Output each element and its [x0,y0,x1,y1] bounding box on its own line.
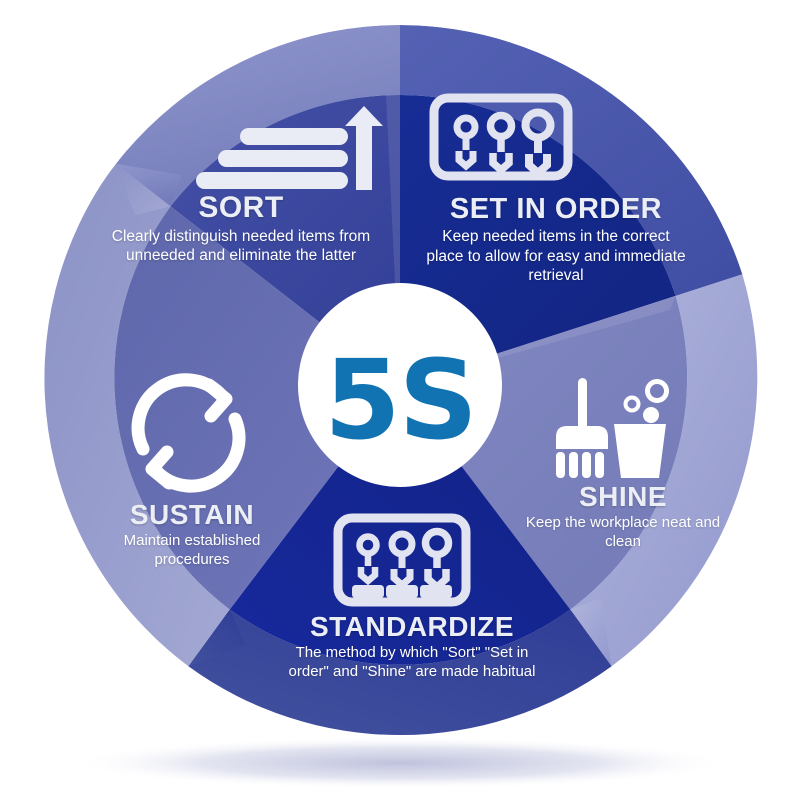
broom-bucket-icon [556,378,669,478]
toolboard-wrenches-icon [429,93,573,181]
ring-standardize [188,609,612,736]
toolboard-outlined-slots-icon [333,513,471,607]
tool-slot-labels [352,585,452,598]
cycle-arrows-icon [131,373,246,493]
center-hub[interactable] [298,283,502,487]
wheel-shadow [70,737,730,789]
sort-bars-arrow-icon [196,106,383,190]
ring-sort [115,25,400,207]
ring-sustain [44,163,230,667]
segment-standardize[interactable] [229,385,571,665]
ring-shine [570,274,758,667]
segment-sustain[interactable] [114,206,400,610]
